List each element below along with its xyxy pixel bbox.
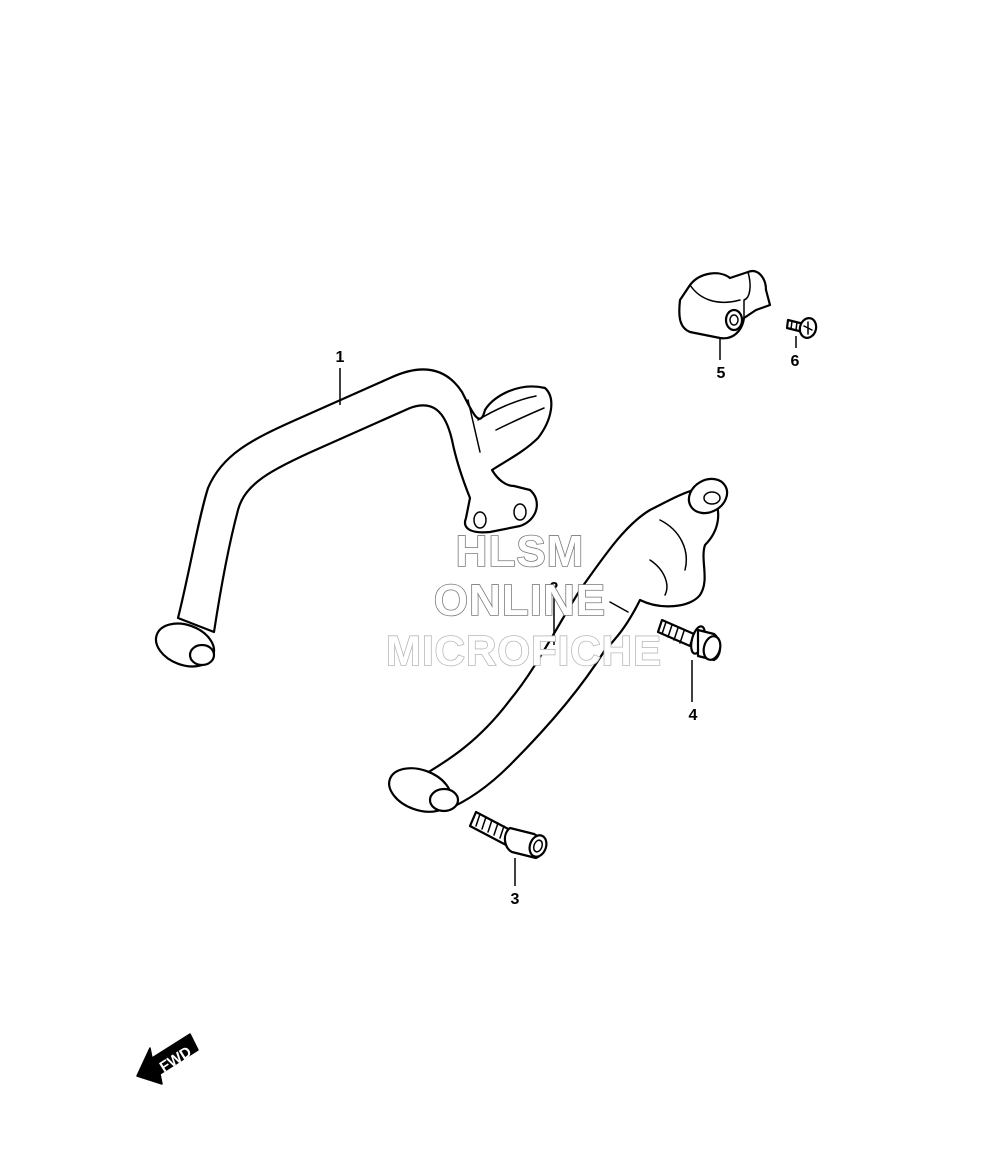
callout-5: 5: [717, 365, 726, 382]
handle-bracket-right: [388, 477, 729, 813]
watermark-line-3: MICROFICHE: [386, 627, 662, 674]
handle-bracket-left: [154, 368, 553, 668]
callout-4: 4: [689, 707, 698, 724]
clamp-cap: [678, 270, 772, 340]
watermark-line-2: ONLINE: [434, 576, 606, 625]
callout-6: 6: [791, 353, 800, 370]
screw-small: [785, 317, 818, 339]
callout-3: 3: [511, 891, 520, 908]
forward-arrow-icon: FWD: [136, 1033, 199, 1085]
callout-1: 1: [336, 349, 345, 366]
bolt-flange: [656, 618, 722, 662]
bolt-socket-head: [468, 810, 548, 860]
watermark-line-1: HLSM: [456, 527, 585, 576]
callout-2: 2: [550, 580, 559, 597]
